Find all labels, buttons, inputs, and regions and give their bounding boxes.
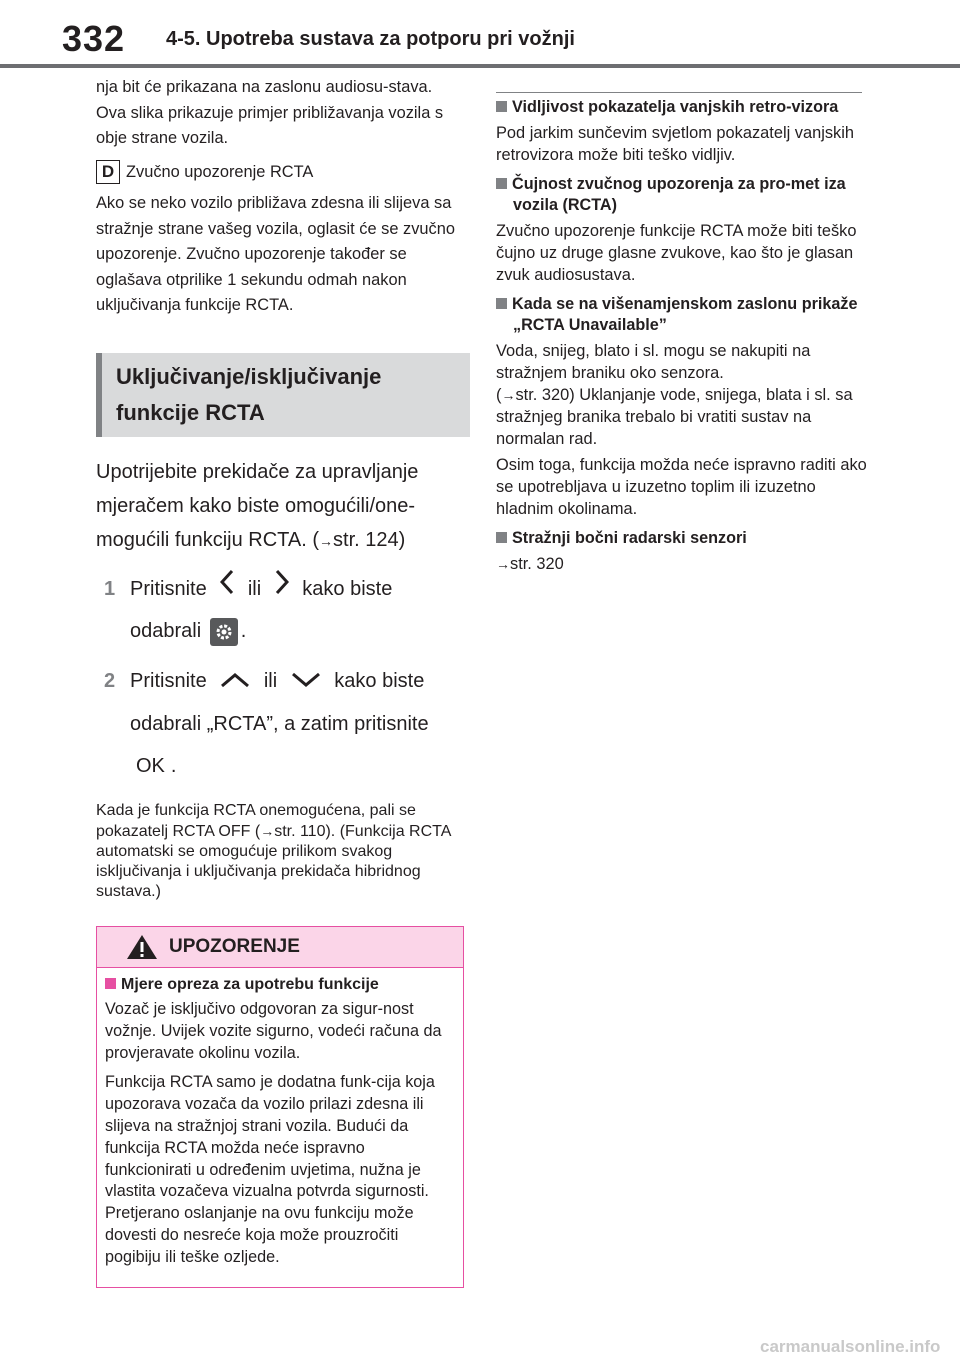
chevron-left-icon xyxy=(220,568,234,610)
bullet-square-icon xyxy=(105,977,116,989)
step-1: 1 Pritisnite ili kako biste odabrali . xyxy=(96,568,466,653)
warning-box: UPOZORENJE Mjere opreza za upotrebu funk… xyxy=(96,925,464,1288)
note-heading-2: Čujnost zvučnog upozorenja za pro-met iz… xyxy=(496,174,868,216)
chevron-right-icon xyxy=(275,568,289,610)
d-item: D Zvučno upozorenje RCTA xyxy=(96,160,466,186)
section-heading: Uključivanje/isključivanje funkcije RCTA xyxy=(96,352,470,437)
watermark: carmanualsonline.info xyxy=(760,1337,941,1356)
warning-para-2: Funkcija RCTA samo je dodatna funk-cija … xyxy=(105,1073,435,1266)
right-divider xyxy=(496,92,862,93)
warning-triangle-icon xyxy=(125,933,159,966)
step-number: 1 xyxy=(104,577,116,600)
note-heading-3: Kada se na višenamjenskom zaslonu prikaž… xyxy=(496,294,868,336)
section-title: 4-5. Upotreba sustava za potporu pri vož… xyxy=(166,28,575,50)
warning-para-1: Vozač je isključivo odgovoran za sigur-n… xyxy=(105,999,442,1062)
warning-header: UPOZORENJE xyxy=(97,926,463,968)
note-text-5: →str. 320 xyxy=(496,555,564,573)
warning-body: Mjere opreza za upotrebu funkcije Vozač … xyxy=(97,968,463,1287)
arrow-right-icon: → xyxy=(260,822,275,839)
page-header: 332 4-5. Upotreba sustava za potporu pri… xyxy=(0,0,960,70)
right-column: Vidljivost pokazatelja vanjskih retro-vi… xyxy=(496,92,868,579)
rcta-note: Kada je funkcija RCTA onemogućena, pali … xyxy=(96,801,451,900)
instruction-text: Upotrijebite prekidače za upravljanje mj… xyxy=(96,460,419,551)
note-text-3: Voda, snijeg, blato i sl. mogu se nakupi… xyxy=(496,342,853,448)
d-title: Zvučno upozorenje RCTA xyxy=(126,162,314,181)
arrow-right-icon: → xyxy=(496,556,510,572)
warning-subheading: Mjere opreza za upotrebu funkcije xyxy=(105,974,453,995)
heading-line-1: Uključivanje/isključivanje xyxy=(116,363,382,389)
header-divider xyxy=(0,64,960,68)
intro-text: nja bit će prikazana na zaslonu audiosu-… xyxy=(96,78,444,147)
gear-icon xyxy=(209,617,238,646)
bullet-square-icon xyxy=(496,178,507,189)
bullet-square-icon xyxy=(496,101,507,112)
d-text: Ako se neko vozilo približava zdesna ili… xyxy=(96,194,455,314)
chevron-up-icon xyxy=(220,661,250,703)
left-column: nja bit će prikazana na zaslonu audiosu-… xyxy=(96,75,470,1288)
note-text-4: Osim toga, funkcija možda neće ispravno … xyxy=(496,456,867,518)
bullet-square-icon xyxy=(496,298,507,309)
step-2: 2 Pritisnite ili kako biste odabrali „RC… xyxy=(96,660,466,787)
note-heading-4: Stražnji bočni radarski senzori xyxy=(496,528,868,549)
arrow-right-icon: → xyxy=(319,532,334,549)
heading-line-2: funkcije RCTA xyxy=(116,399,265,425)
ok-label: OK xyxy=(136,754,165,777)
arrow-right-icon: → xyxy=(501,387,516,403)
warning-title: UPOZORENJE xyxy=(169,935,300,957)
note-text-1: Pod jarkim sunčevim svjetlom pokazatelj … xyxy=(496,124,855,164)
note-text-2: Zvučno upozorenje funkcije RCTA može bit… xyxy=(496,222,857,284)
note-heading-1: Vidljivost pokazatelja vanjskih retro-vi… xyxy=(496,97,868,118)
chevron-down-icon xyxy=(291,661,321,703)
bullet-square-icon xyxy=(496,532,507,543)
page-number: 332 xyxy=(62,18,126,59)
d-label: D xyxy=(96,160,120,185)
step-number: 2 xyxy=(104,670,116,693)
